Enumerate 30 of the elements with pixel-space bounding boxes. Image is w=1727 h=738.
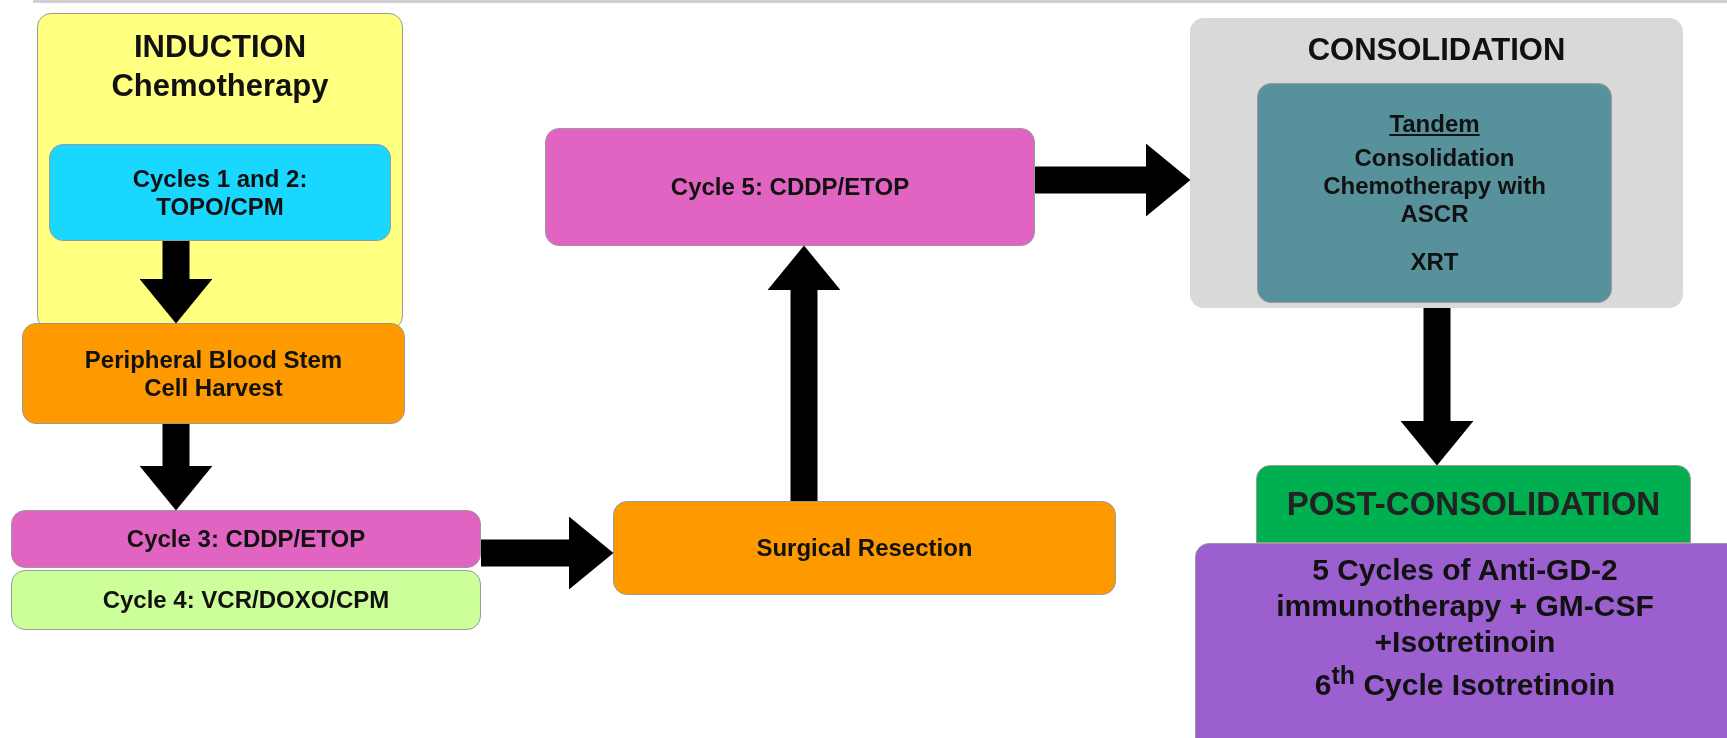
- process-box: [1257, 83, 1612, 303]
- box-heading: Tandem: [1389, 110, 1480, 138]
- process-box: [11, 510, 481, 568]
- box-label: 6$^{th}$ Cycle Isotretinoin: [1314, 660, 1616, 703]
- box-label: Cycle 5: CDDP/ETOP: [670, 173, 910, 201]
- process-box: [11, 570, 481, 630]
- block-arrow: [767, 245, 841, 501]
- process-box: [22, 323, 405, 424]
- block-arrow: [1400, 308, 1474, 466]
- box-label: Cycle 3: CDDP/ETOP: [126, 525, 366, 553]
- phase-header-box: [1256, 465, 1691, 543]
- box-label: Surgical Resection: [756, 534, 973, 562]
- process-box: [613, 501, 1116, 595]
- block-arrow: [481, 516, 614, 590]
- phase-title: INDUCTION Chemotherapy: [110, 28, 330, 105]
- phase-title: CONSOLIDATION: [1307, 32, 1566, 68]
- box-label: POST-CONSOLIDATION: [1286, 485, 1661, 523]
- box-label: Consolidation Chemotherapy with ASCR: [1322, 144, 1547, 228]
- block-arrow: [1035, 143, 1191, 217]
- box-label: 5 Cycles of Anti-GD-2 immunotherapy + GM-CSF +Isotretinoin: [1275, 552, 1655, 660]
- box-label: Cycles 1 and 2: TOPO/CPM: [131, 164, 309, 221]
- block-arrow: [139, 241, 213, 324]
- box-label: Cycle 4: VCR/DOXO/CPM: [102, 586, 390, 614]
- phase-panel: [1190, 18, 1683, 308]
- box-label: XRT: [1410, 248, 1459, 276]
- box-label: Peripheral Blood Stem Cell Harvest: [83, 345, 344, 402]
- process-box: [49, 144, 391, 241]
- process-box: [1195, 543, 1727, 738]
- process-box: [545, 128, 1035, 246]
- block-arrow: [139, 424, 213, 511]
